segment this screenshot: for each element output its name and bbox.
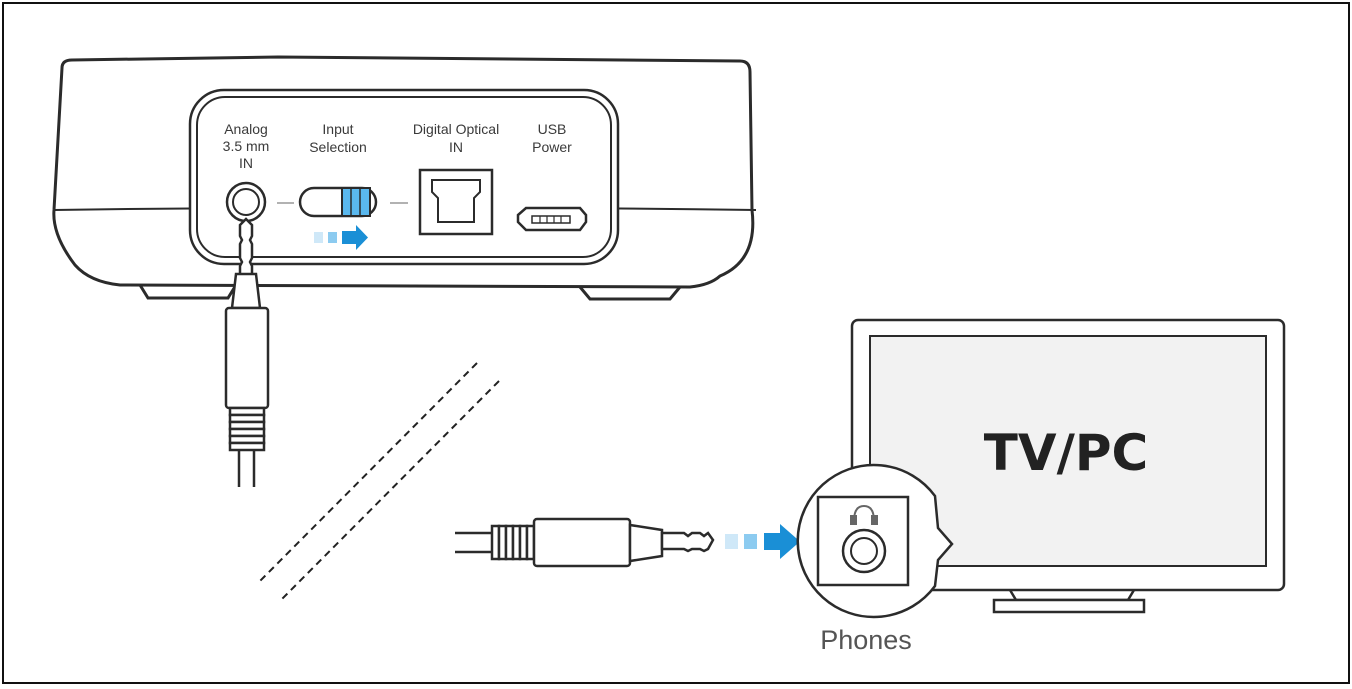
tv-monitor: [850, 318, 1286, 614]
tv-pc-label: TV/PC: [984, 424, 1148, 482]
phones-label: Phones: [820, 625, 912, 655]
analog-label-line1: Analog: [224, 121, 268, 137]
analog-label-line2: 3.5 mm: [223, 138, 270, 154]
input-selection-label-line1: Input: [322, 121, 353, 137]
audio-jack-plug-horizontal: [455, 517, 715, 568]
cable-break-line-2: [278, 380, 500, 603]
audio-jack-plug-vertical: [224, 217, 270, 487]
port-labels: Analog 3.5 mm IN Input Selection Digital…: [223, 121, 573, 171]
optical-port-icon: [418, 168, 494, 236]
optical-label-line1: Digital Optical: [413, 121, 499, 137]
phones-jack-port-icon[interactable]: [841, 528, 887, 574]
receiver-device: [52, 55, 757, 301]
device-foot-left: [138, 284, 238, 300]
arrow-right-icon: [725, 524, 800, 559]
usb-port-icon: [516, 206, 588, 232]
device-foot-right: [578, 286, 682, 301]
switch-direction-arrow-icon: [314, 225, 368, 250]
analog-label-line3: IN: [239, 155, 253, 171]
usb-label-line2: Power: [532, 139, 572, 155]
cable-break-line-1: [257, 362, 478, 584]
input-selection-label-line2: Selection: [309, 139, 367, 155]
usb-label-line1: USB: [538, 121, 567, 137]
input-selection-switch[interactable]: [298, 186, 378, 218]
analog-port-icon: [225, 181, 267, 223]
headphones-icon: [850, 504, 878, 525]
optical-label-line2: IN: [449, 139, 463, 155]
back-panel-inner: [196, 96, 612, 258]
